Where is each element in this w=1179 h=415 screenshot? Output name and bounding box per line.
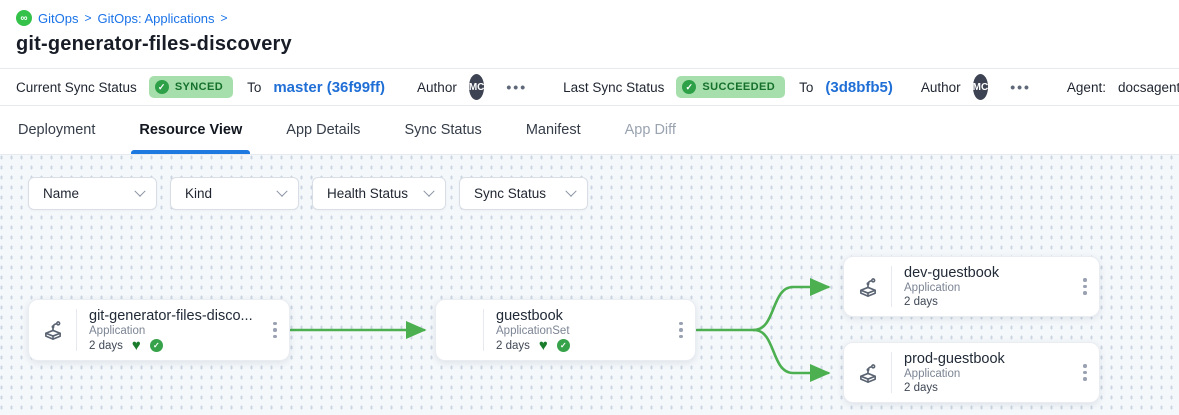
- node-kebab-menu[interactable]: [1071, 257, 1099, 316]
- current-to-label: To: [247, 80, 261, 95]
- node-title: git-generator-files-disco...: [89, 308, 257, 324]
- node-body: git-generator-files-disco... Application…: [77, 300, 261, 360]
- health-heart-icon: ♥: [132, 340, 141, 352]
- node-kind: Application: [904, 282, 1067, 294]
- node-kebab-menu[interactable]: [1071, 343, 1099, 402]
- tab-app-diff: App Diff: [623, 106, 678, 154]
- application-icon: [844, 257, 891, 316]
- tab-app-details[interactable]: App Details: [284, 106, 362, 154]
- sync-check-icon: ✓: [557, 339, 570, 352]
- filter-health-status-label: Health Status: [327, 186, 408, 201]
- last-more-menu[interactable]: •••: [1010, 79, 1031, 95]
- chevron-down-icon: [423, 185, 434, 196]
- graph-node-guestbook[interactable]: guestbook ApplicationSet 2 days ♥ ✓: [435, 299, 696, 361]
- node-body: dev-guestbook Application 2 days: [892, 257, 1071, 316]
- chevron-down-icon: [565, 185, 576, 196]
- last-author-label: Author: [921, 80, 961, 95]
- breadcrumb-separator: >: [84, 11, 91, 25]
- node-age-row: 2 days ♥ ✓: [496, 339, 663, 352]
- last-sync-status-badge-text: SUCCEEDED: [702, 81, 775, 93]
- current-author-label: Author: [417, 80, 457, 95]
- health-heart-icon: ♥: [539, 340, 548, 352]
- filter-name-dropdown[interactable]: Name: [28, 177, 157, 210]
- tab-manifest[interactable]: Manifest: [524, 106, 583, 154]
- gitops-loop-icon: ∞: [16, 10, 32, 26]
- graph-node-prod-guestbook[interactable]: prod-guestbook Application 2 days: [843, 342, 1100, 403]
- page-header: ∞ GitOps > GitOps: Applications > git-ge…: [0, 0, 1179, 68]
- node-kebab-menu[interactable]: [667, 300, 695, 360]
- breadcrumb-link-applications[interactable]: GitOps: Applications: [97, 11, 214, 26]
- breadcrumb: ∞ GitOps > GitOps: Applications >: [16, 10, 1163, 26]
- node-kebab-menu[interactable]: [261, 300, 289, 360]
- filter-kind-label: Kind: [185, 186, 212, 201]
- application-icon: [29, 300, 76, 360]
- current-revision-link[interactable]: master (36f99ff): [273, 79, 385, 96]
- filter-kind-dropdown[interactable]: Kind: [170, 177, 299, 210]
- filter-sync-status-dropdown[interactable]: Sync Status: [459, 177, 588, 210]
- chevron-down-icon: [276, 185, 287, 196]
- check-circle-icon: ✓: [682, 80, 696, 94]
- agent-value: docsagent: [1118, 80, 1179, 95]
- node-title: guestbook: [496, 308, 663, 324]
- node-age-row: 2 days: [904, 382, 1067, 394]
- last-sync-status-label: Last Sync Status: [563, 80, 664, 95]
- last-author-avatar[interactable]: MC: [973, 74, 989, 100]
- node-body: prod-guestbook Application 2 days: [892, 343, 1071, 402]
- current-more-menu[interactable]: •••: [506, 79, 527, 95]
- page-title: git-generator-files-discovery: [16, 26, 1163, 68]
- tab-bar: Deployment Resource View App Details Syn…: [0, 106, 1179, 155]
- node-age: 2 days: [496, 340, 530, 352]
- filter-health-status-dropdown[interactable]: Health Status: [312, 177, 446, 210]
- filter-bar: Name Kind Health Status Sync Status: [28, 177, 588, 210]
- tab-sync-status[interactable]: Sync Status: [402, 106, 483, 154]
- current-sync-status-badge-text: SYNCED: [175, 81, 223, 93]
- node-body: guestbook ApplicationSet 2 days ♥ ✓: [484, 300, 667, 360]
- agent-label: Agent:: [1067, 80, 1106, 95]
- node-age-row: 2 days: [904, 296, 1067, 308]
- graph-node-git-generator-files-discovery[interactable]: git-generator-files-disco... Application…: [28, 299, 290, 361]
- sync-check-icon: ✓: [150, 339, 163, 352]
- node-title: dev-guestbook: [904, 265, 1067, 281]
- last-sync-status-badge: ✓ SUCCEEDED: [676, 76, 785, 98]
- node-age-row: 2 days ♥ ✓: [89, 339, 257, 352]
- sync-status-bar: Current Sync Status ✓ SYNCED To master (…: [0, 68, 1179, 106]
- node-kind: Application: [89, 325, 257, 337]
- current-author-avatar[interactable]: MC: [469, 74, 485, 100]
- node-kind: ApplicationSet: [496, 325, 663, 337]
- last-revision-link[interactable]: (3d8bfb5): [825, 79, 893, 96]
- breadcrumb-separator: >: [221, 11, 228, 25]
- applicationset-icon: [436, 300, 483, 360]
- tab-deployment[interactable]: Deployment: [16, 106, 97, 154]
- node-age: 2 days: [904, 296, 938, 308]
- application-icon: [844, 343, 891, 402]
- breadcrumb-link-gitops[interactable]: GitOps: [38, 11, 78, 26]
- node-age: 2 days: [904, 382, 938, 394]
- last-to-label: To: [799, 80, 813, 95]
- resource-graph-canvas: Name Kind Health Status Sync Status: [0, 155, 1179, 415]
- current-sync-status-label: Current Sync Status: [16, 80, 137, 95]
- node-kind: Application: [904, 368, 1067, 380]
- current-sync-status-badge: ✓ SYNCED: [149, 76, 233, 98]
- filter-name-label: Name: [43, 186, 79, 201]
- graph-node-dev-guestbook[interactable]: dev-guestbook Application 2 days: [843, 256, 1100, 317]
- chevron-down-icon: [134, 185, 145, 196]
- node-title: prod-guestbook: [904, 351, 1067, 367]
- node-age: 2 days: [89, 340, 123, 352]
- tab-resource-view[interactable]: Resource View: [137, 106, 244, 154]
- check-circle-icon: ✓: [155, 80, 169, 94]
- filter-sync-status-label: Sync Status: [474, 186, 546, 201]
